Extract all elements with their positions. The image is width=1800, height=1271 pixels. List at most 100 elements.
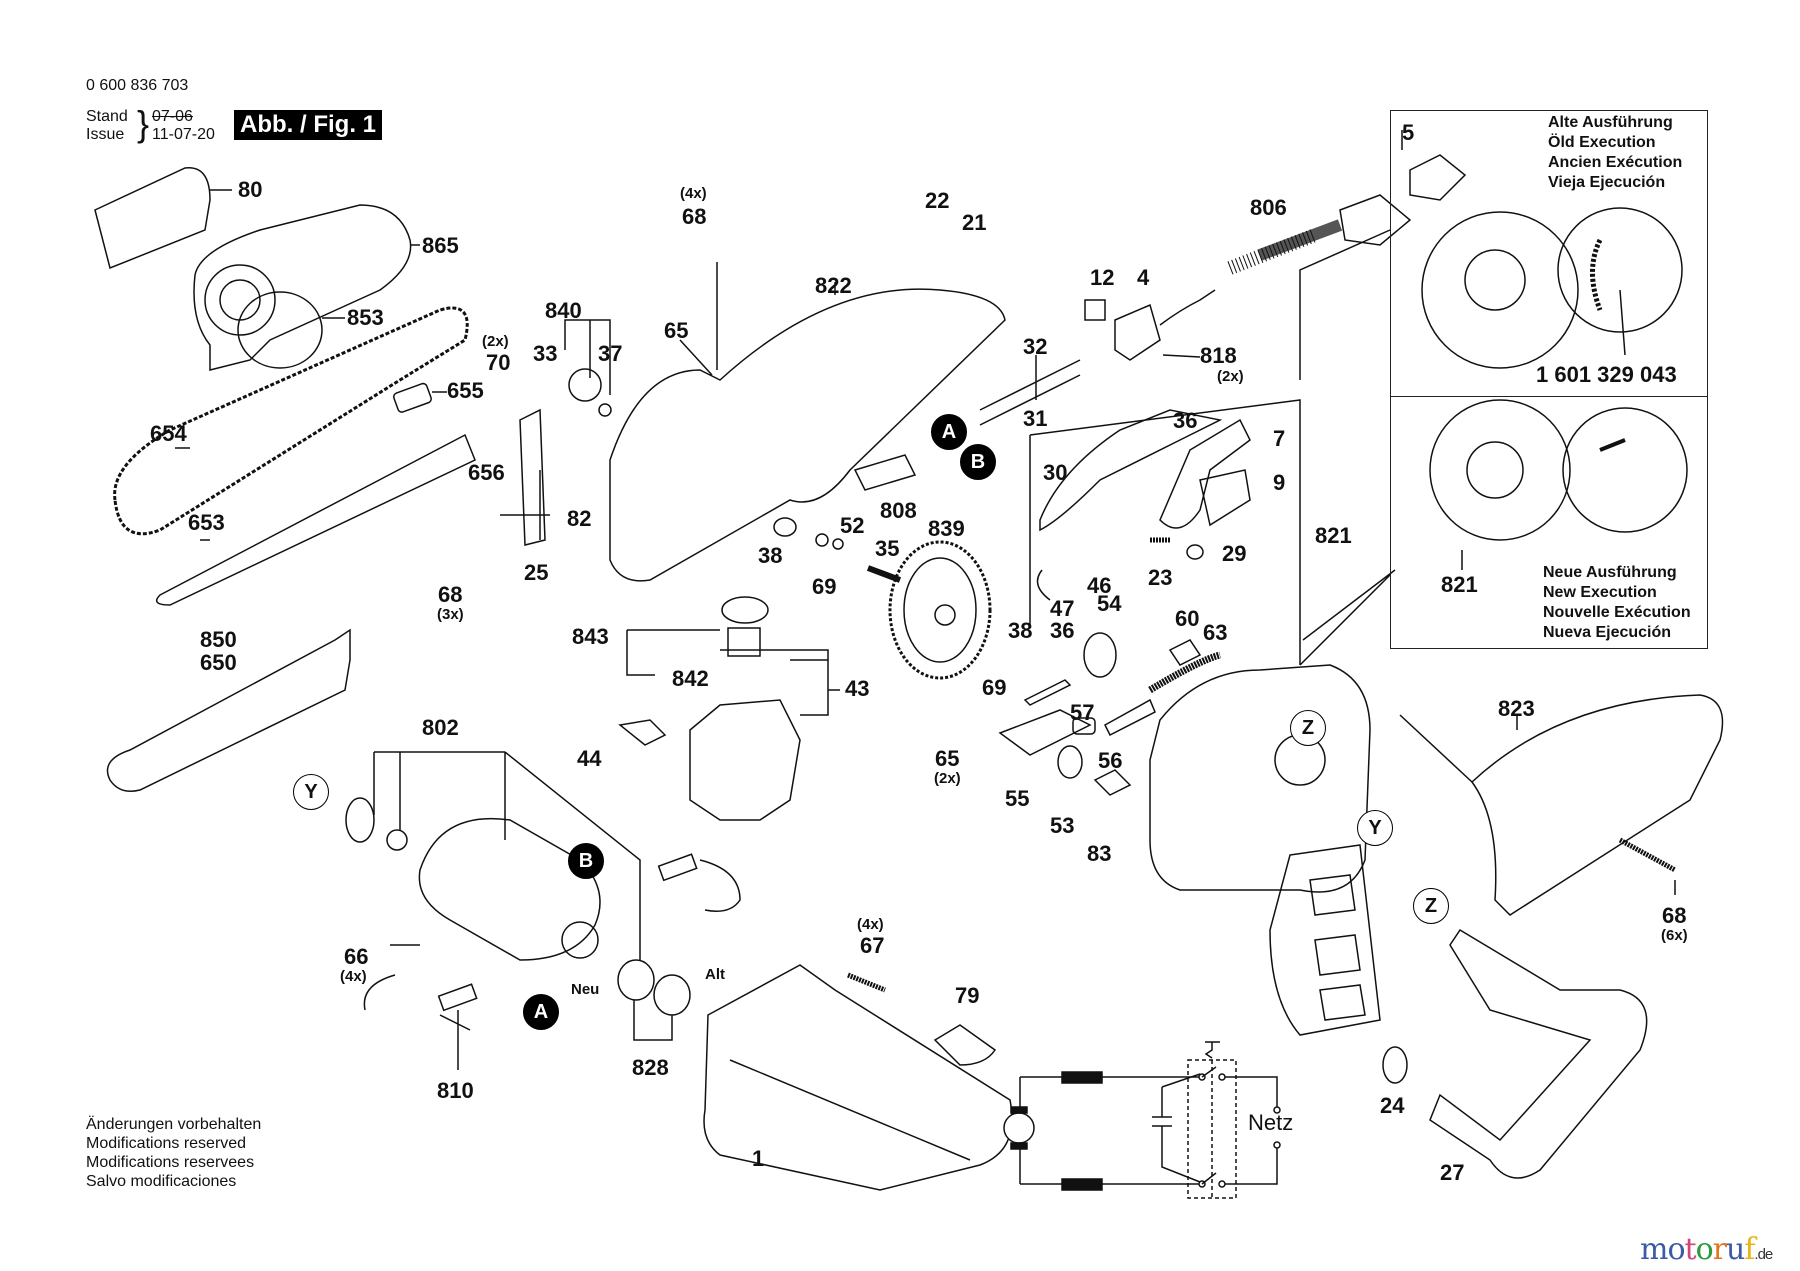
part-24-front-handle-bracket bbox=[1269, 844, 1381, 1036]
part-qty-68-left: (3x) bbox=[437, 606, 464, 623]
footer-notes: Änderungen vorbehalten Modifications res… bbox=[86, 1115, 261, 1191]
bracket-821 bbox=[1029, 399, 1301, 665]
part-label-22: 22 bbox=[925, 188, 950, 213]
part-label-12: 12 bbox=[1090, 265, 1115, 290]
part-brush-b bbox=[657, 853, 698, 882]
part-label-823: 823 bbox=[1498, 696, 1535, 721]
inductor-top bbox=[1061, 1071, 1103, 1084]
part-865-chain-cover bbox=[193, 204, 412, 371]
new-execution-fr: Nouvelle Exécution bbox=[1543, 604, 1691, 621]
part-label-21: 21 bbox=[962, 210, 987, 235]
part-label-806: 806 bbox=[1250, 195, 1287, 220]
part-label-70: 70 bbox=[486, 350, 511, 375]
part-5-plug-body bbox=[1339, 194, 1412, 246]
part-label-865: 865 bbox=[422, 233, 459, 258]
part-57-block bbox=[1072, 717, 1096, 735]
motoruf-logo: motoruf.de bbox=[1640, 1232, 1773, 1267]
part-69-washer bbox=[815, 533, 829, 547]
part-label-68-right: 68 bbox=[1662, 903, 1687, 928]
part-5-plug bbox=[1409, 154, 1467, 201]
part-63-spring bbox=[1148, 651, 1221, 694]
part-label-9: 9 bbox=[1273, 470, 1286, 495]
part-840-drive bbox=[568, 368, 602, 402]
part-label-656: 656 bbox=[468, 460, 505, 485]
part-label-850: 850 bbox=[200, 627, 237, 652]
part-qty-68-top: (4x) bbox=[680, 185, 707, 202]
part-label-46: 46 bbox=[1087, 573, 1112, 598]
part-56-slide bbox=[1104, 698, 1156, 737]
part-653-guide-bar bbox=[155, 433, 476, 606]
part-label-29: 29 bbox=[1222, 541, 1247, 566]
part-80-label-plate bbox=[94, 167, 211, 270]
part-label-47: 47 bbox=[1050, 596, 1075, 621]
part-54-ring bbox=[1083, 632, 1117, 678]
label-alt: Alt bbox=[705, 966, 725, 983]
pointer-to-inset bbox=[1299, 569, 1396, 666]
part-29-roller bbox=[1186, 544, 1204, 560]
part-qty-70: (2x) bbox=[482, 333, 509, 350]
marker-y-fan: Y bbox=[293, 774, 329, 810]
part-label-808: 808 bbox=[880, 498, 917, 523]
bracket-828 bbox=[633, 1000, 673, 1041]
part-label-79: 79 bbox=[955, 983, 980, 1008]
part-qty-818: (2x) bbox=[1217, 368, 1244, 385]
switch-dashed-box bbox=[1187, 1059, 1237, 1199]
new-execution-text: Neue Ausführung New Execution Nouvelle E… bbox=[1543, 563, 1691, 643]
part-label-44: 44 bbox=[577, 746, 602, 771]
marker-z-handle: Z bbox=[1413, 888, 1449, 924]
part-823-hand-guard bbox=[1470, 694, 1724, 916]
footer-line-en: Modifications reserved bbox=[86, 1135, 247, 1152]
part-label-66: 66 bbox=[344, 944, 369, 969]
inset-old-detail-circle bbox=[1557, 207, 1683, 333]
old-date: 07-06 bbox=[152, 108, 193, 125]
leader-823-link bbox=[1399, 714, 1473, 783]
logo-letter: o bbox=[1695, 1232, 1714, 1267]
part-55-lever bbox=[998, 709, 1092, 756]
part-30-lever bbox=[1039, 409, 1223, 532]
footer-line-fr: Modifications reservees bbox=[86, 1154, 255, 1171]
part-25-sprocket-plate bbox=[519, 408, 546, 546]
part-bearing bbox=[386, 829, 408, 851]
part-label-52: 52 bbox=[840, 513, 865, 538]
issue-label: Issue bbox=[86, 126, 125, 143]
old-execution-text: Alte Ausführung Öld Execution Ancien Exé… bbox=[1548, 113, 1682, 193]
part-label-25: 25 bbox=[524, 560, 549, 585]
part-label-54: 54 bbox=[1097, 591, 1122, 616]
part-67-screw bbox=[847, 972, 886, 993]
part-label-30: 30 bbox=[1043, 460, 1068, 485]
footer-line-de: Änderungen vorbehalten bbox=[86, 1116, 262, 1133]
circuit-wires-left bbox=[1019, 1076, 1200, 1185]
part-label-35: 35 bbox=[875, 536, 900, 561]
inductor-bottom bbox=[1061, 1178, 1103, 1191]
marker-a-motor: A bbox=[523, 994, 559, 1030]
part-label-654: 654 bbox=[150, 421, 187, 446]
part-38-bushing bbox=[773, 517, 797, 537]
part-842-strainer bbox=[727, 627, 761, 657]
part-808-label bbox=[853, 454, 917, 491]
new-execution-en: New Execution bbox=[1543, 584, 1657, 601]
old-execution-fr: Ancien Exécution bbox=[1548, 154, 1683, 171]
part-label-7: 7 bbox=[1273, 426, 1286, 451]
inset-old-housing bbox=[1421, 211, 1579, 369]
part-qty-68-right: (6x) bbox=[1661, 927, 1688, 944]
part-37-washer bbox=[598, 403, 612, 417]
part-label-32: 32 bbox=[1023, 334, 1048, 359]
part-label-60: 60 bbox=[1175, 606, 1200, 631]
logo-letter: f bbox=[1744, 1232, 1755, 1267]
part-label-38-a: 38 bbox=[758, 543, 783, 568]
part-label-68-top: 68 bbox=[682, 204, 707, 229]
part-label-69-b: 69 bbox=[982, 675, 1007, 700]
bracket-843-43 bbox=[626, 629, 840, 716]
part-label-650: 650 bbox=[200, 650, 237, 675]
kit-part-number: 1 601 329 043 bbox=[1536, 362, 1677, 387]
marker-y-housing: Y bbox=[1357, 810, 1393, 846]
part-label-82: 82 bbox=[567, 506, 592, 531]
part-label-810: 810 bbox=[437, 1078, 474, 1103]
part-822-housing bbox=[609, 288, 1006, 582]
part-35-shaft bbox=[866, 565, 902, 583]
marker-a-top: A bbox=[931, 414, 967, 450]
part-label-36-b: 36 bbox=[1050, 618, 1075, 643]
old-execution-es: Vieja Ejecución bbox=[1548, 174, 1666, 191]
logo-letter: t bbox=[1684, 1232, 1697, 1267]
part-label-4: 4 bbox=[1137, 265, 1150, 290]
